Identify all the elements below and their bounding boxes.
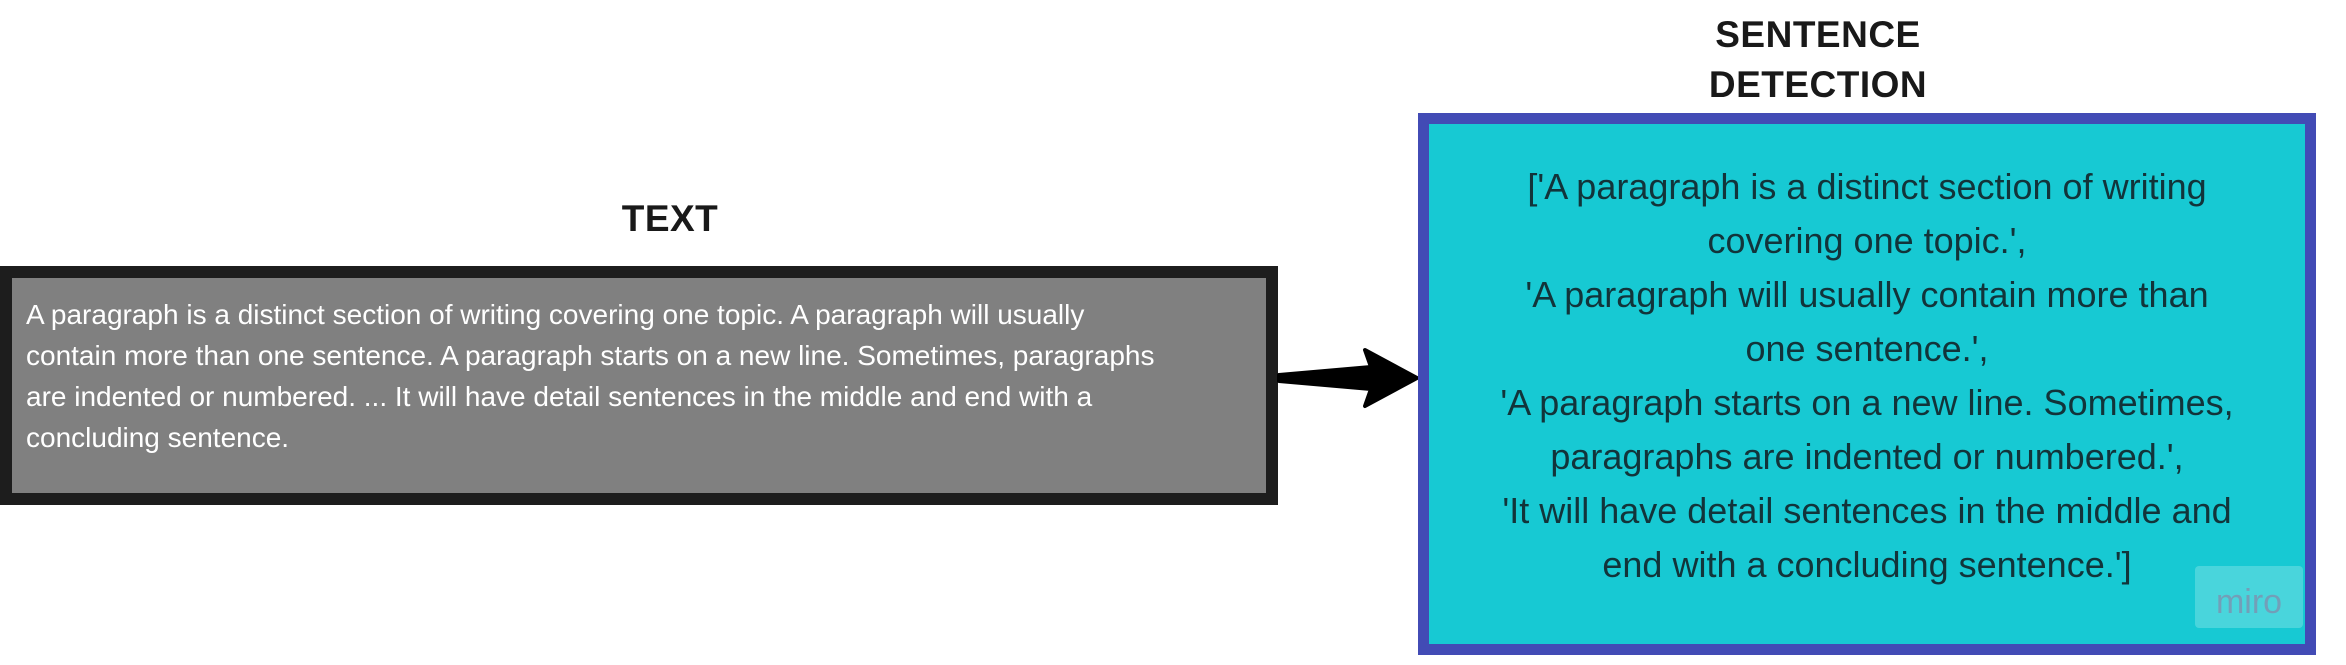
sentence-detection-line: one sentence.', (1745, 328, 1989, 369)
sentence-detection-shape[interactable]: ['A paragraph is a distinct section of w… (1418, 113, 2316, 655)
sentence-detection-line: end with a concluding sentence.'] (1602, 544, 2132, 585)
sentence-detection-line: 'A paragraph starts on a new line. Somet… (1500, 382, 2234, 423)
sentence-detection-line: covering one topic.', (1707, 220, 2027, 261)
input-text-shape[interactable]: A paragraph is a distinct section of wri… (0, 266, 1278, 505)
text-box-line: contain more than one sentence. A paragr… (26, 340, 1155, 371)
text-box-line: A paragraph is a distinct section of wri… (26, 299, 1085, 330)
right-arrow-icon (1277, 348, 1419, 408)
right-arrow-connector[interactable] (1277, 343, 1420, 413)
miro-logo: miro (2215, 582, 2283, 621)
sentence-detection-heading-line: DETECTION (1708, 64, 1928, 105)
sentence-detection-heading: SENTENCE DETECTION (1658, 10, 1978, 110)
miro-watermark-badge[interactable]: miro (2195, 566, 2303, 628)
sentence-detection-output: ['A paragraph is a distinct section of w… (1429, 160, 2305, 592)
sentence-detection-line: paragraphs are indented or numbered.', (1550, 436, 2184, 477)
sentence-detection-line: 'It will have detail sentences in the mi… (1502, 490, 2232, 531)
sentence-detection-line: ['A paragraph is a distinct section of w… (1527, 166, 2207, 207)
sentence-detection-line: 'A paragraph will usually contain more t… (1525, 274, 2209, 315)
text-box-heading: TEXT (621, 198, 719, 239)
sentence-detection-heading-line: SENTENCE (1715, 14, 1921, 55)
text-box-line: concluding sentence. (26, 422, 290, 453)
text-box-line: are indented or numbered. ... It will ha… (26, 381, 1093, 412)
